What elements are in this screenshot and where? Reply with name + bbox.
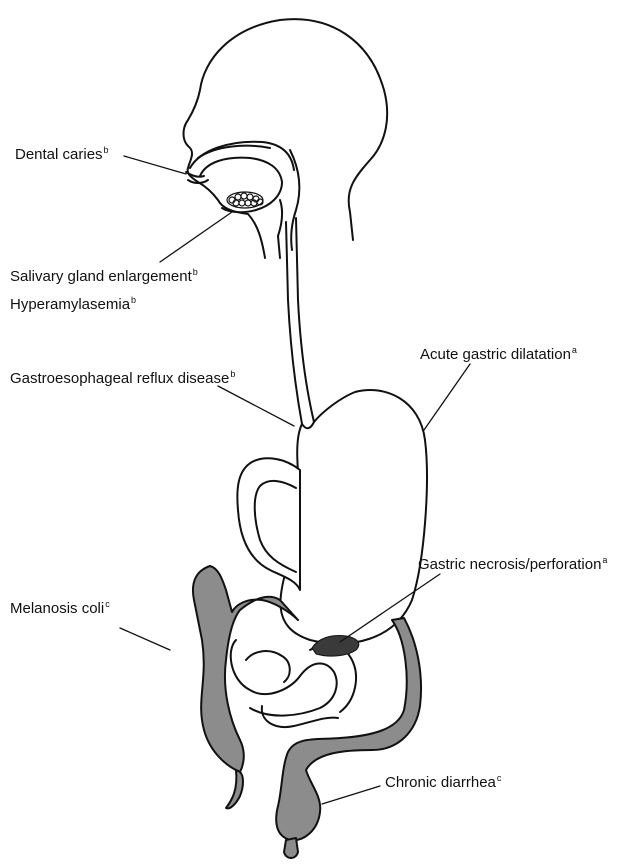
label-dental-caries: Dental cariesb <box>15 146 109 162</box>
stomach <box>280 390 426 644</box>
palate <box>198 146 270 158</box>
label-melanosis-coli: Melanosis colic <box>10 600 110 616</box>
salivary-gland-icon <box>227 192 263 208</box>
rectum <box>284 838 298 858</box>
pharynx-back <box>290 150 299 250</box>
label-hyperamylasemia: Hyperamylasemiab <box>10 296 136 312</box>
label-chronic-diarrhea: Chronic diarrheac <box>385 774 501 790</box>
label-gastric-necrosis: Gastric necrosis/perforationa <box>418 556 607 572</box>
leader-acute-gastric <box>424 364 470 430</box>
leader-salivary-gland <box>160 212 232 262</box>
label-salivary-gland: Salivary gland enlargementb <box>10 268 198 284</box>
leader-gerd <box>218 386 294 426</box>
pharynx-front <box>278 200 282 258</box>
appendix <box>226 770 243 808</box>
label-gerd: Gastroesophageal reflux diseaseb <box>10 370 235 386</box>
leader-melanosis <box>120 628 170 650</box>
esophagus-right <box>296 218 314 422</box>
label-acute-gastric-dilatation: Acute gastric dilatationa <box>420 346 577 362</box>
leader-chronic-diarrhea <box>322 786 380 804</box>
leader-dental-caries <box>124 156 186 174</box>
